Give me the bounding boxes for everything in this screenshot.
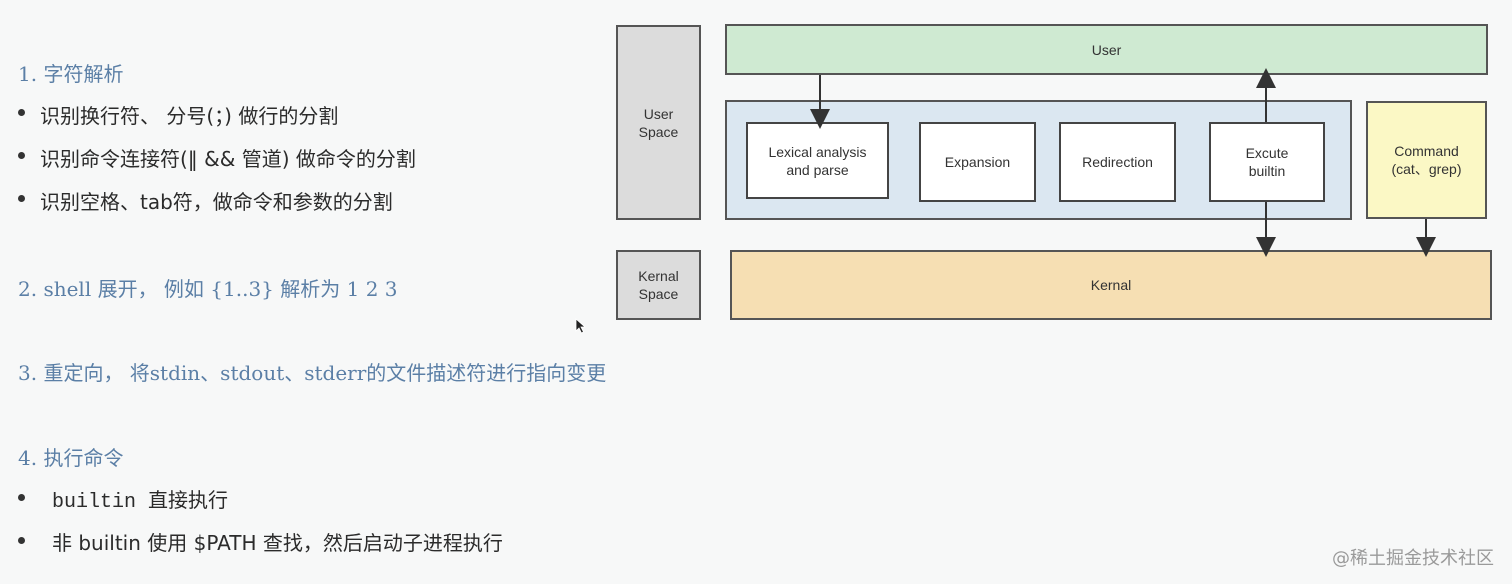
section-4-item-2: 非 builtin 使用 $PATH 查找，然后启动子进程执行 [52, 531, 503, 555]
watermark: @稀土掘金技术社区 [1332, 548, 1494, 569]
mouse-cursor-icon [575, 318, 587, 334]
user-space-box: User Space [616, 25, 701, 220]
section-1-item-3: 识别空格、tab符，做命令和参数的分割 [40, 190, 393, 214]
lexical-analysis-box: Lexical analysis and parse [746, 122, 889, 199]
excute-builtin-box: Excute builtin [1209, 122, 1325, 202]
bullet-dot [18, 195, 25, 202]
lexical-label: Lexical analysis and parse [768, 143, 867, 178]
kernal-box: Kernal [730, 250, 1492, 320]
section-4-heading: 4. 执行命令 [18, 446, 124, 470]
bullet-dot [18, 537, 25, 544]
expansion-label: Expansion [944, 154, 1011, 170]
command-label: Command (cat、grep) [1391, 143, 1462, 177]
redirection-box: Redirection [1059, 122, 1176, 202]
text-panel: 1. 字符解析 识别换行符、 分号(；) 做行的分割 识别命令连接符(‖ && … [0, 0, 740, 584]
bullet-dot [18, 109, 25, 116]
section-1-item-2: 识别命令连接符(‖ && 管道) 做命令的分割 [40, 147, 416, 171]
section-3-heading: 3. 重定向， 将stdin、stdout、stderr的文件描述符进行指向变更 [18, 361, 607, 385]
excute-label: Excute builtin [1245, 145, 1289, 179]
bullet-dot [18, 494, 25, 501]
section-2-heading: 2. shell 展开， 例如 {1..3} 解析为 1 2 3 [18, 277, 398, 301]
kernal-label: Kernal [1090, 277, 1132, 293]
user-label: User [1091, 41, 1122, 58]
section-1-heading: 1. 字符解析 [18, 62, 124, 86]
redirection-label: Redirection [1082, 154, 1153, 170]
kernal-space-label: Kernal Space [638, 268, 679, 302]
user-space-label: User Space [638, 105, 679, 140]
bullet-dot [18, 152, 25, 159]
command-box: Command (cat、grep) [1366, 101, 1487, 219]
expansion-box: Expansion [919, 122, 1036, 202]
section-1-item-1: 识别换行符、 分号(；) 做行的分割 [40, 104, 339, 128]
user-box: User [725, 24, 1488, 75]
kernal-space-box: Kernal Space [616, 250, 701, 320]
section-4-item-1: builtin 直接执行 [52, 491, 229, 514]
